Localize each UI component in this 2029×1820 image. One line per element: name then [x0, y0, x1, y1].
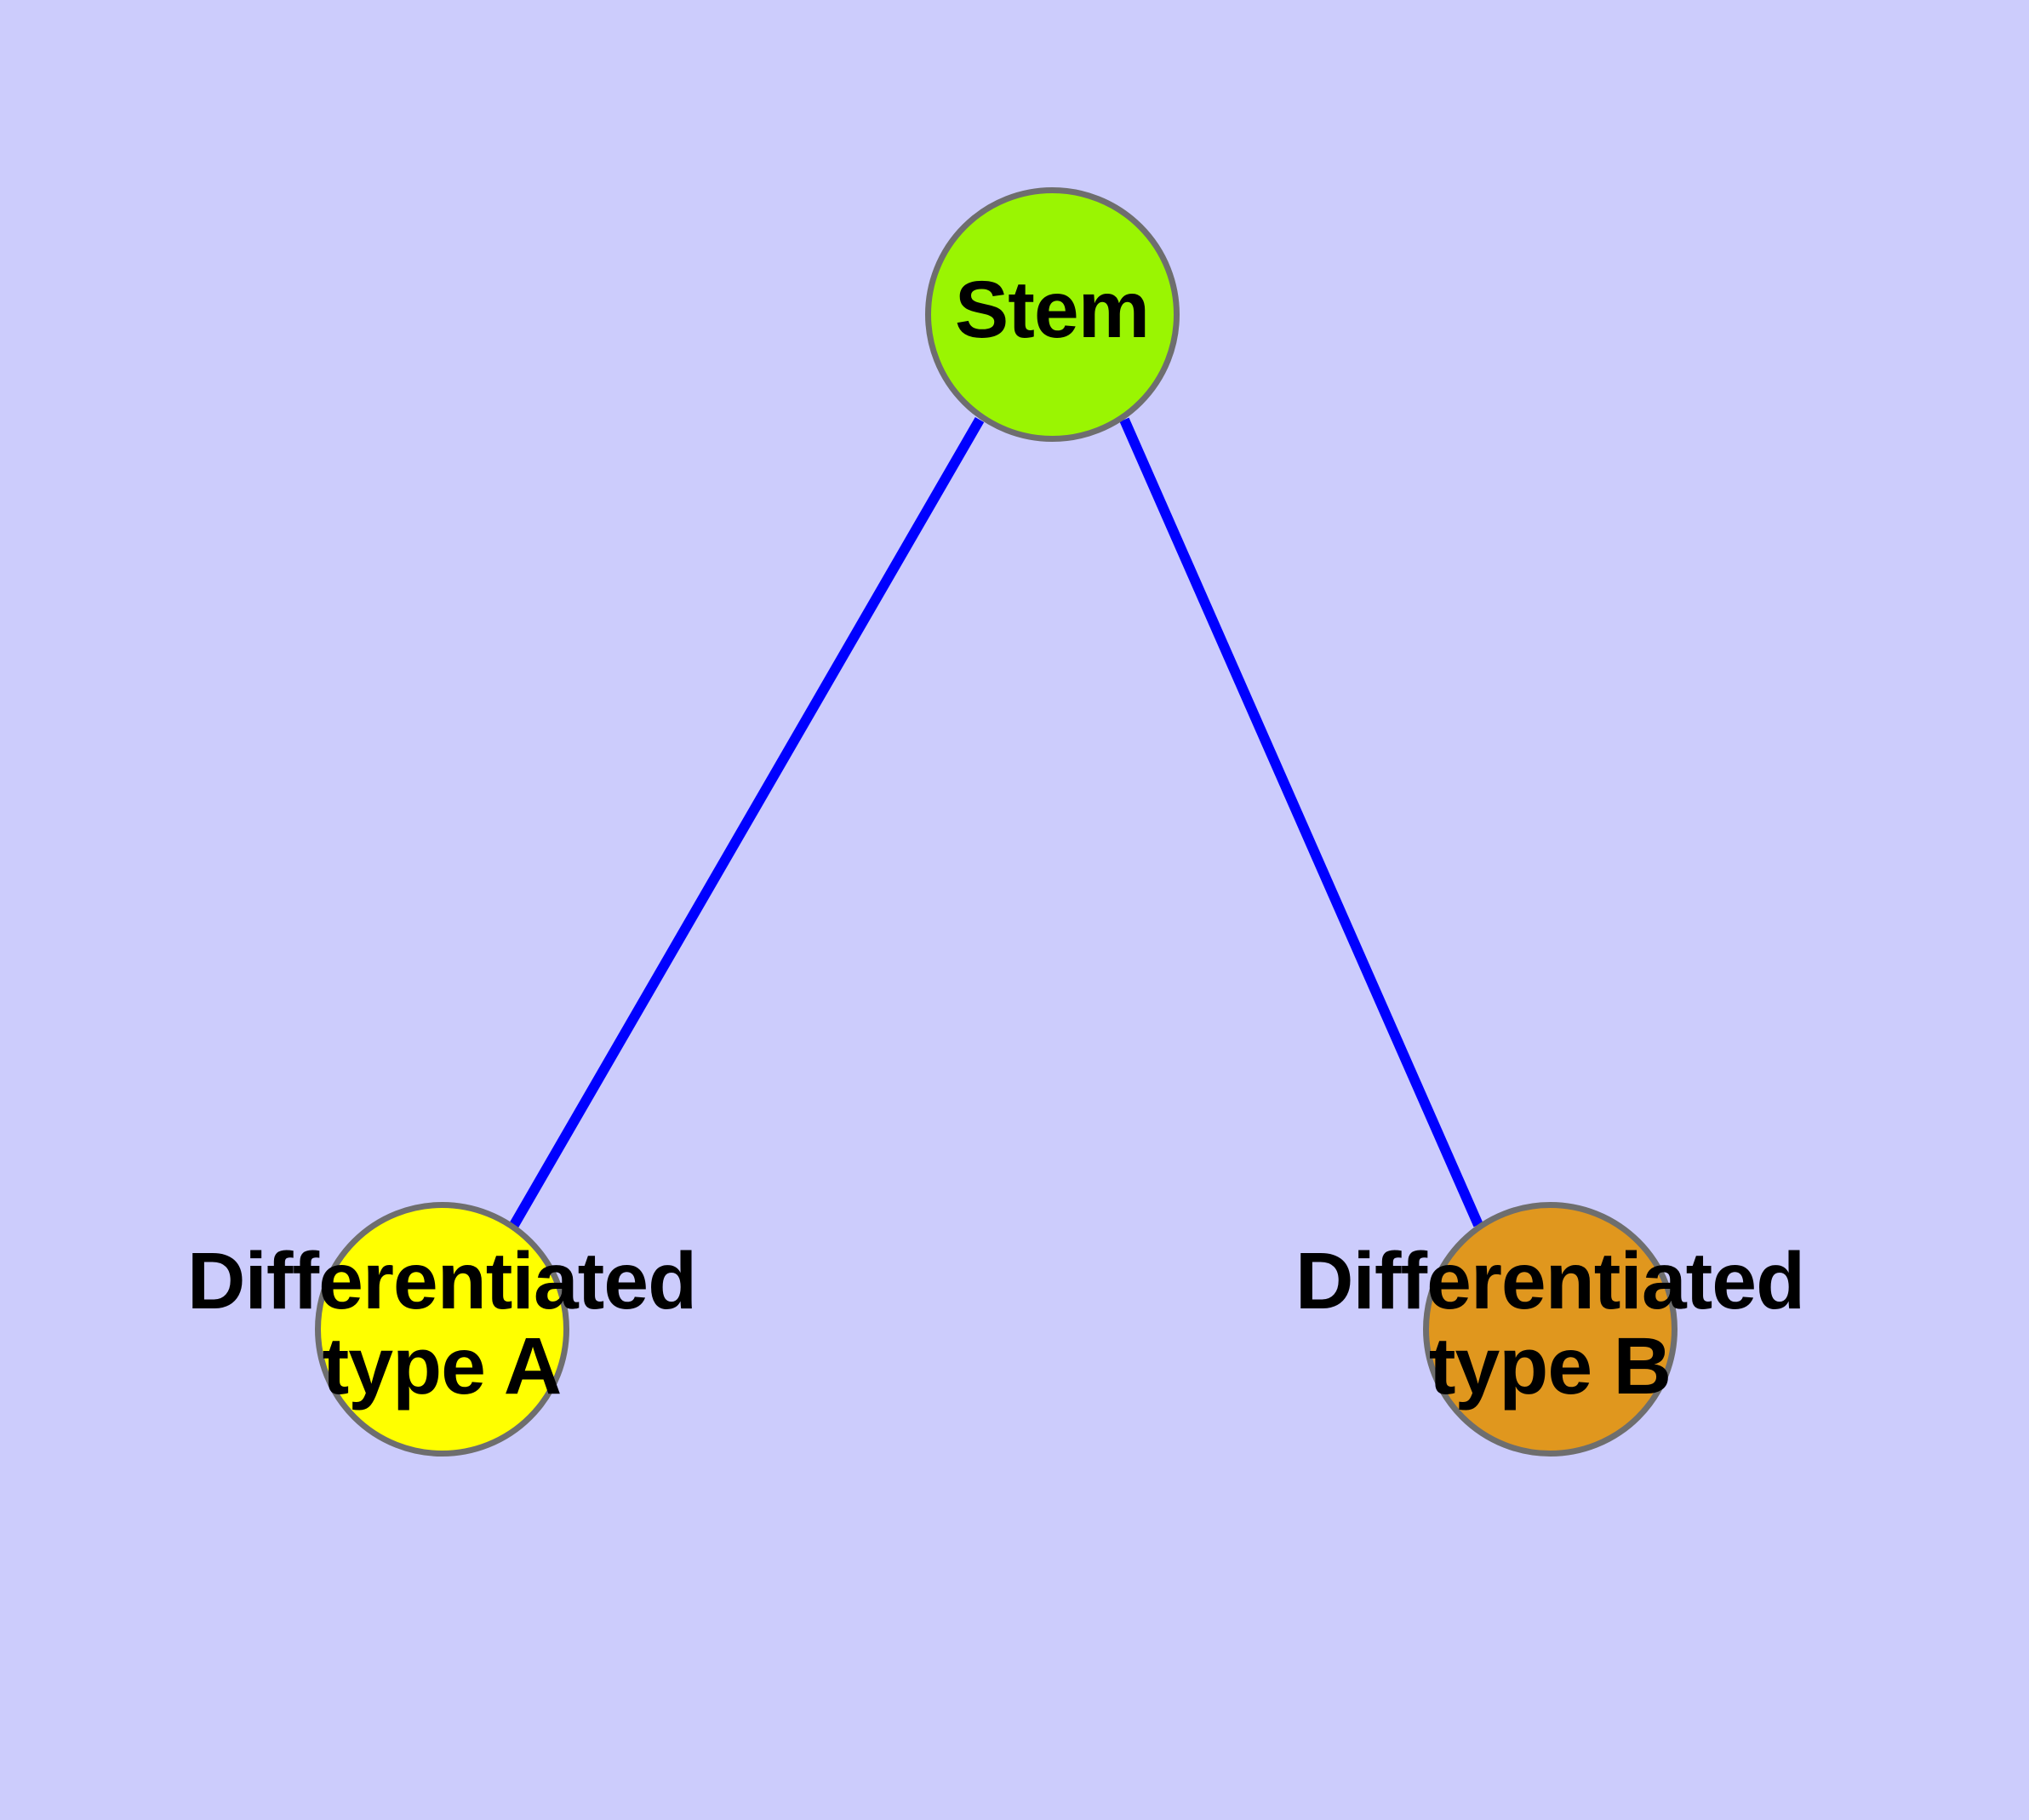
node-stem[interactable]	[925, 187, 1180, 442]
node-differentiated-type-a[interactable]	[315, 1202, 569, 1457]
node-differentiated-type-b[interactable]	[1423, 1202, 1677, 1457]
edge-stem-to-differentiated-type-b	[1119, 417, 1483, 1228]
edge-stem-to-differentiated-type-a	[509, 416, 985, 1228]
